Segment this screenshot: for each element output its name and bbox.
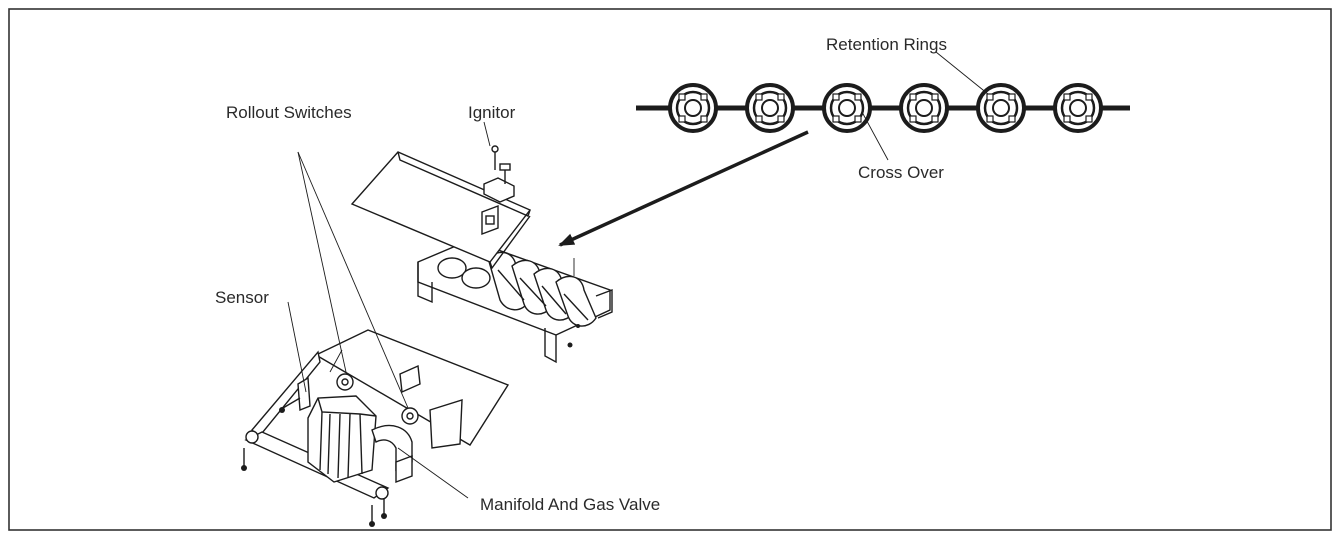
- retention-ring: [976, 83, 1026, 133]
- label-sensor: Sensor: [215, 288, 269, 307]
- leader-manifold: [397, 447, 469, 499]
- burner-assembly: [350, 145, 613, 364]
- leader-retention-rings: [935, 51, 989, 95]
- retention-ring: [822, 83, 872, 133]
- retention-ring: [1053, 83, 1103, 133]
- leader-rollout-1: [297, 151, 347, 373]
- retention-ring: [745, 83, 795, 133]
- detail-arrow: [558, 130, 809, 247]
- label-manifold-gas-valve: Manifold And Gas Valve: [480, 495, 660, 514]
- leader-lines: [287, 51, 989, 499]
- leader-cross-over: [861, 111, 889, 161]
- leader-rollout-2: [297, 151, 409, 409]
- leader-sensor: [287, 301, 307, 393]
- retention-rings-group: [668, 83, 1103, 133]
- gas-valve: [307, 395, 377, 483]
- label-retention-rings: Retention Rings: [826, 35, 947, 54]
- retention-ring-strip: [636, 83, 1130, 133]
- label-cross-over: Cross Over: [858, 163, 944, 182]
- leader-ignitor: [483, 121, 491, 147]
- diagram-frame: [8, 8, 1332, 531]
- manifold-assembly: [241, 329, 510, 527]
- label-rollout-switches: Rollout Switches: [226, 103, 352, 122]
- retention-ring: [899, 83, 949, 133]
- label-ignitor: Ignitor: [468, 103, 516, 122]
- retention-ring: [668, 83, 718, 133]
